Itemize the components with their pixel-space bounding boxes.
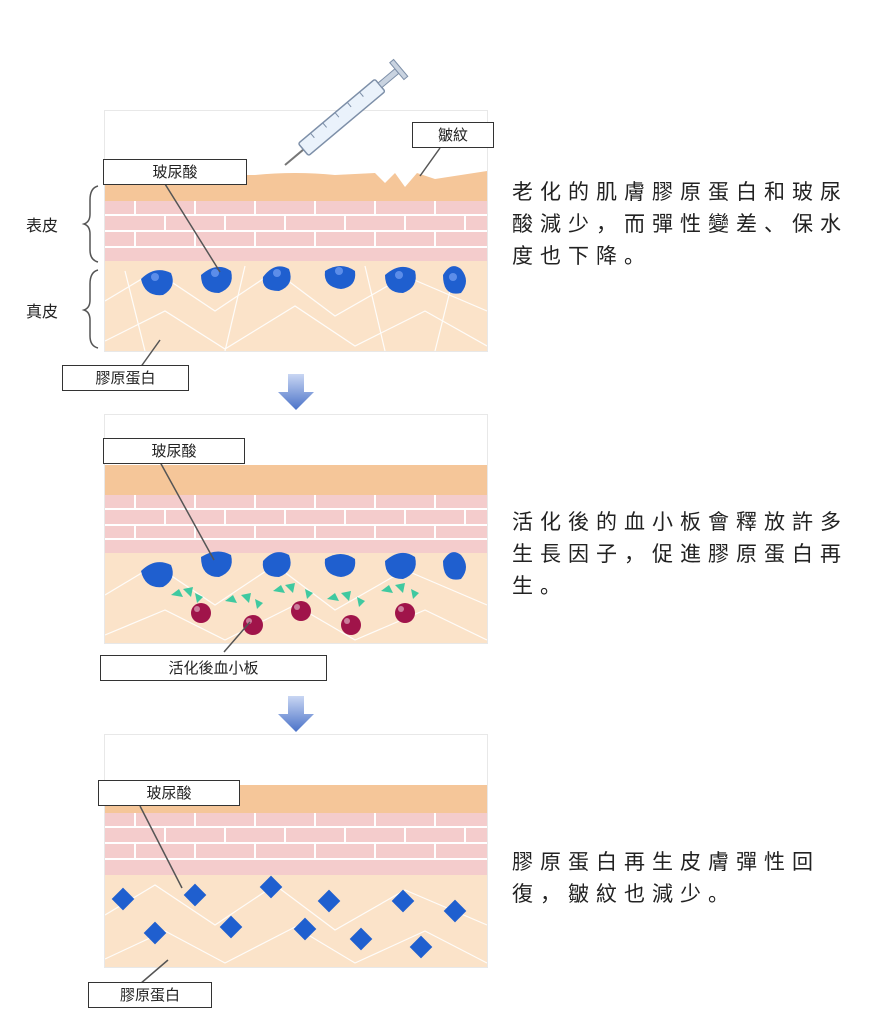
- activated-platelets-label: 活化後血小板: [100, 655, 327, 681]
- arrow-down-icon: [278, 696, 314, 732]
- hyaluronic-label: 玻尿酸: [98, 780, 240, 806]
- arrow-down-icon: [278, 374, 314, 410]
- collagen-label: 膠原蛋白: [62, 365, 189, 391]
- stage2-description: 活化後的血小板會釋放許多生長因子，促進膠原蛋白再生。: [512, 510, 848, 598]
- stage3-description: 膠原蛋白再生皮膚彈性回復，皺紋也減少。: [512, 850, 820, 906]
- epidermis-label: 表皮: [26, 216, 59, 235]
- wrinkle-label: 皺紋: [412, 122, 494, 148]
- stage1-description: 老化的肌膚膠原蛋白和玻尿酸減少，而彈性變差、保水度也下降。: [512, 180, 848, 268]
- regenerated-skin-panel: [104, 734, 488, 968]
- collagen-label: 膠原蛋白: [88, 982, 212, 1008]
- dermis-label: 真皮: [26, 302, 59, 321]
- hyaluronic-label: 玻尿酸: [103, 159, 247, 185]
- hyaluronic-label: 玻尿酸: [103, 438, 245, 464]
- regenerated-skin-illustration: [105, 785, 487, 967]
